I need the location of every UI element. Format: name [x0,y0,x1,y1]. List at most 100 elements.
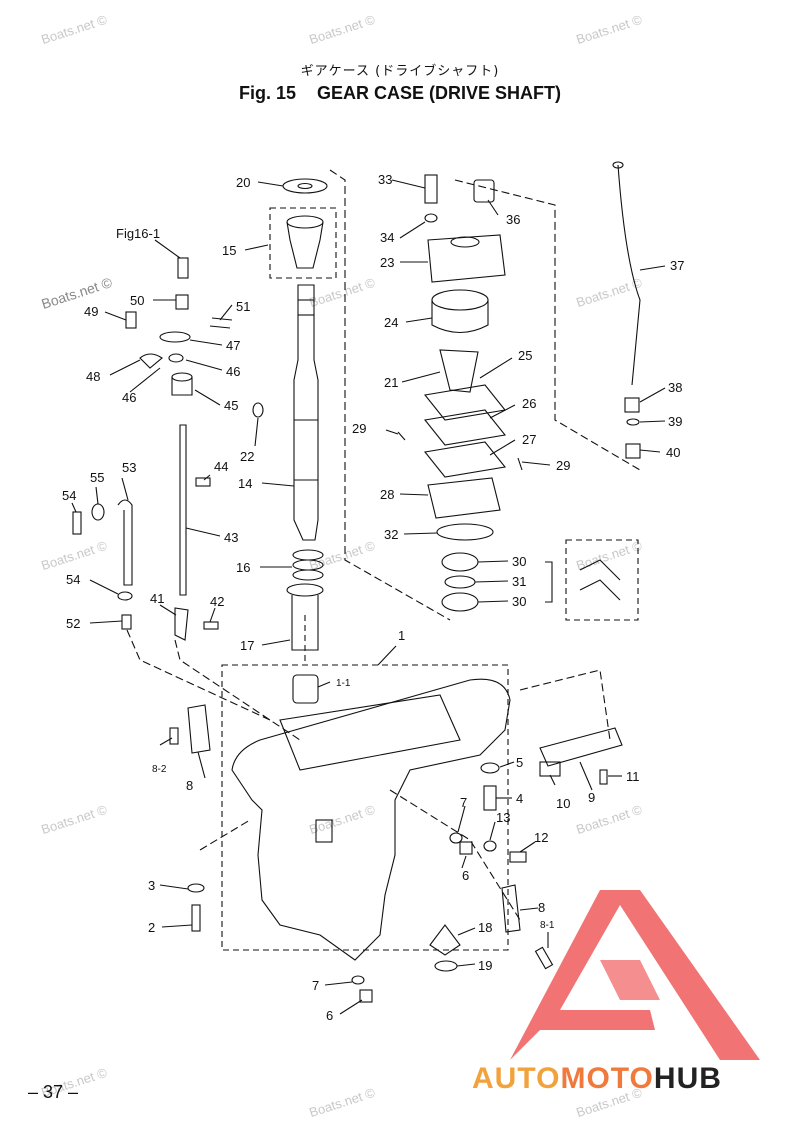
part-label-6-lower: 6 [326,1008,333,1023]
part-label-55: 55 [90,470,104,485]
part-11-screw [599,769,608,785]
part-16-spring [292,549,324,561]
part-37-tube [617,164,641,386]
part-label-32: 32 [384,527,398,542]
part-label-48: 48 [86,369,100,384]
part-9-plate [539,727,623,767]
part-6-screw [459,841,473,855]
frame-15 [269,207,337,279]
part-1-1-bushing [292,674,319,704]
part-label-8-2: 8-2 [152,764,167,775]
part-label-17: 17 [240,638,254,653]
part-label-50: 50 [130,293,144,308]
part-46-seal [168,353,184,363]
logo-text-auto: AUTO [472,1062,561,1095]
part-label-54: 54 [62,488,76,503]
part-label-16: 16 [236,560,250,575]
part-47-oring [159,331,191,343]
automotohub-logo-text: AUTOMOTOHUB [472,1062,722,1096]
part-label-13: 13 [496,810,510,825]
part-54-pin [72,511,82,535]
part-5-washer [480,762,500,774]
part-label-26: 26 [522,396,536,411]
part-45-boot [171,377,193,396]
part-34-washer [424,213,438,223]
part-48-plate [139,353,163,369]
part-8-anode [187,704,211,754]
part-label-40: 40 [666,445,680,460]
part-label-21: 21 [384,375,398,390]
part-label-36: 36 [506,212,520,227]
part-25-gasket [423,384,507,421]
part-label-22: 22 [240,449,254,464]
part-label-43: 43 [224,530,238,545]
gear-case-top-face [279,694,461,771]
part-label-34: 34 [380,230,394,245]
part-50-pin [175,294,189,310]
part-28-pump-base [427,477,501,519]
part-label-10: 10 [556,796,570,811]
part-label-15: 15 [222,243,236,258]
logo-text-moto: MOTO [560,1062,654,1095]
part-fig16-shaft-end [177,257,189,279]
part-label-29: 29 [352,421,366,436]
part-label-2: 2 [148,920,155,935]
part-6-screw-lower [359,989,373,1003]
figure-number: Fig. 15 [238,83,296,103]
gear-case-port [315,819,333,843]
part-42-bolt [203,621,219,630]
part-18-pinion [429,924,461,956]
part-2-bolt [191,904,201,932]
part-label-4: 4 [516,791,523,806]
part-8-anode [501,884,521,933]
guide-line [329,169,451,621]
part-22-pin [252,402,264,418]
part-10-connector [539,761,561,777]
part-label-29-right: 29 [556,458,570,473]
part-label-46-left: 46 [122,390,136,405]
part-8-2-bolt [169,727,179,745]
part-26-plate [423,409,507,446]
part-29-pin [397,431,406,441]
part-8-1-bolt [534,946,554,970]
part-label-7: 7 [460,795,467,810]
part-23-pump-top [450,236,480,248]
part-17-sleeve-body [291,595,319,651]
part-label-30-lower: 30 [512,594,526,609]
part-52-bolt [121,614,132,630]
part-labels: 1 1-1 2 3 4 5 6 6 7 7 8 8 8-1 8-2 9 10 1… [62,172,684,1023]
part-24-insert-body [431,300,489,334]
part-label-20: 20 [236,175,250,190]
part-30-seal [441,592,479,612]
part-7-gasket-lower [351,975,365,985]
part-label-49: 49 [84,304,98,319]
part-21-impeller [439,349,479,393]
part-label-24: 24 [384,315,398,330]
guide-line [454,179,641,471]
part-label-47: 47 [226,338,240,353]
part-3-washer [187,883,205,893]
page-number: – 37 – [28,1082,79,1102]
part-label-27: 27 [522,432,536,447]
part-43-shift-rod [179,424,187,596]
part-53-tube [117,499,133,586]
part-label-39: 39 [668,414,682,429]
part-24-insert [431,289,489,311]
part-label-3: 3 [148,878,155,893]
part-32-seal [436,523,494,541]
part-14-drive-shaft [293,284,319,541]
part-29-pin [517,457,523,471]
part-label-46: 46 [226,364,240,379]
part-37-tube-end [612,161,624,169]
part-7-gasket [449,832,463,844]
part-49-bolt [125,311,137,329]
part-20-hole [297,182,313,190]
part-label-1-1: 1-1 [336,678,351,689]
part-label-11: 11 [626,769,640,784]
part-36-grommet [473,179,495,203]
guide-line [519,669,611,741]
part-51-pin [209,325,231,329]
part-17-sleeve [286,583,324,597]
part-label-37: 37 [670,258,684,273]
